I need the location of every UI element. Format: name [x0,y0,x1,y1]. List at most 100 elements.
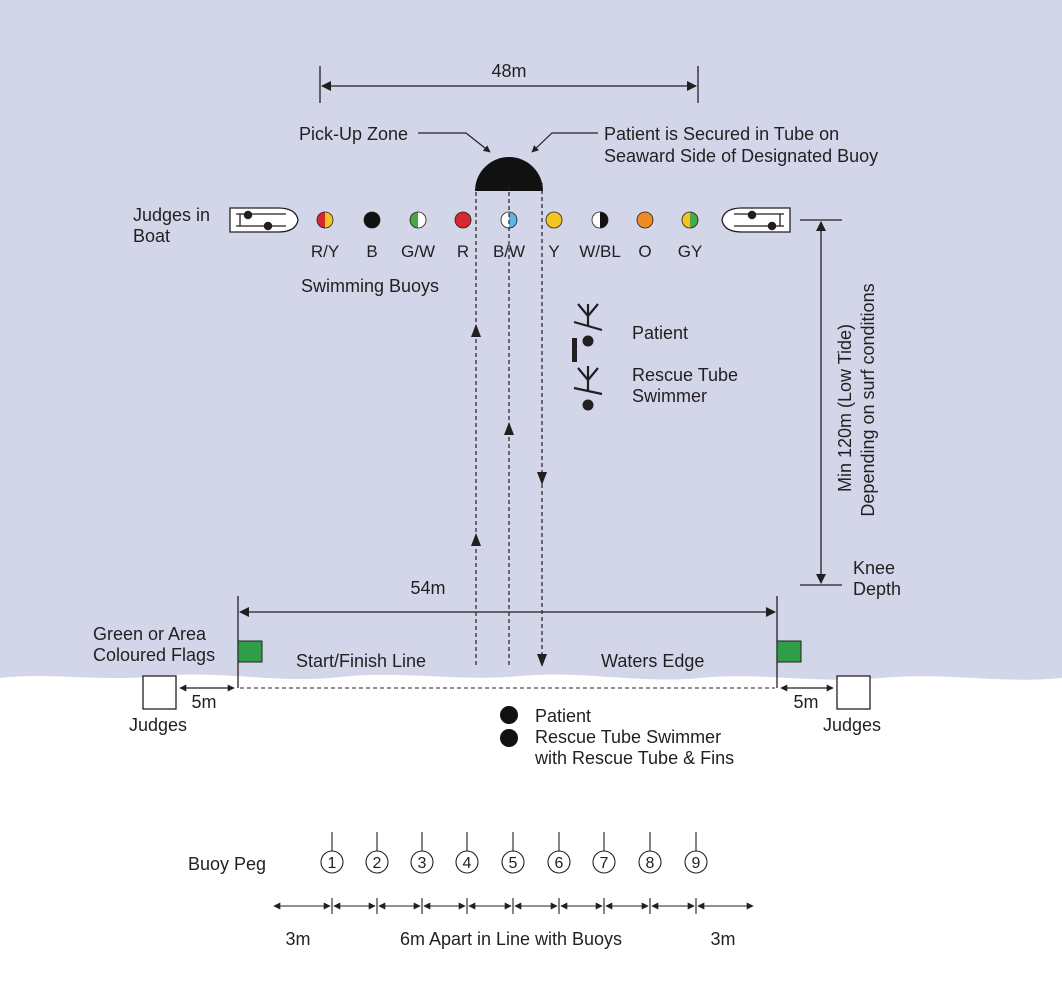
flags-label-line2: Coloured Flags [93,645,215,665]
legend-patient-label: Patient [632,323,688,343]
beach-patient-label: Patient [535,706,591,726]
peg-number: 3 [418,855,427,872]
legend-swimmer-line1: Rescue Tube [632,365,738,385]
buoy-outline [545,211,563,229]
buoy-peg-1: 1 [320,832,344,874]
buoy-9: GY [678,211,703,261]
patient-secured-pointer [531,132,598,153]
buoy-left-half [546,212,554,228]
peg-number: 1 [328,855,337,872]
depth-label-line2: Depending on surf conditions [858,283,878,516]
buoy-label: O [638,242,651,261]
patient-secured-line1: Patient is Secured in Tube on [604,124,839,144]
buoy-left-half [592,212,600,228]
judges-box-right [836,675,871,710]
buoy-peg-2: 2 [365,832,389,874]
peg-number: 6 [555,855,564,872]
five-m-right-label: 5m [793,692,818,712]
peg-number: 4 [463,855,472,872]
peg-number: 7 [600,855,609,872]
buoy-left-half [317,212,325,228]
buoy-7: W/BL [579,211,621,261]
legend-swimmer-line2: Swimmer [632,386,707,406]
lane-arrowheads [471,324,547,667]
dimension-48m [319,66,699,103]
peg-circle [410,850,434,874]
peg-circle [455,850,479,874]
rescue-tube-swimmer-icon [572,338,603,411]
buoy-label: GY [678,242,703,261]
buoy-outline [409,211,427,229]
buoy-4: R [454,211,472,261]
judges-boat-line2: Boat [133,226,170,246]
buoy-3: G/W [401,211,435,261]
buoy-right-half [509,212,517,228]
waters-edge-label: Waters Edge [601,651,704,671]
peg-number: 9 [692,855,701,872]
beach-swimmer-dot [500,729,518,747]
buoy-right-half [645,212,653,228]
six-m-apart-label: 6m Apart in Line with Buoys [400,929,622,949]
buoy-2: B [363,211,381,261]
buoy-label: W/BL [579,242,621,261]
buoy-left-half [455,212,463,228]
buoy-left-half [410,212,418,228]
patient-secured-line2: Seaward Side of Designated Buoy [604,146,878,166]
peg-number: 2 [373,855,382,872]
buoy-outline [681,211,699,229]
buoy-right-half [325,212,333,228]
buoy-peg-5: 5 [501,832,525,874]
buoy-outline [591,211,609,229]
buoy-outline [636,211,654,229]
buoy-left-half [682,212,690,228]
beach-swimmer-line2: with Rescue Tube & Fins [534,748,734,768]
peg-number: 8 [646,855,655,872]
depth-dimension [800,219,842,586]
flags-label-line1: Green or Area [93,624,207,644]
judges-right-label: Judges [823,715,881,735]
buoy-label: R/Y [311,242,339,261]
buoy-6: Y [545,211,563,261]
buoy-peg-label: Buoy Peg [188,854,266,874]
peg-circle [365,850,389,874]
dimension-54m-label: 54m [410,578,445,598]
peg-circle [320,850,344,874]
peg-circle [592,850,616,874]
judges-boat-right [721,207,791,233]
buoy-outline [454,211,472,229]
knee-depth-line1: Knee [853,558,895,578]
dimension-48m-label: 48m [491,61,526,81]
pickup-zone-label: Pick-Up Zone [299,124,408,144]
buoy-label: G/W [401,242,435,261]
knee-depth-line2: Depth [853,579,901,599]
buoy-1: R/Y [311,211,339,261]
buoy-peg-6: 6 [547,832,571,874]
buoy-label: B [366,242,377,261]
buoy-peg-3: 3 [410,832,434,874]
judges-boat-left [229,207,299,233]
peg-circle [638,850,662,874]
buoy-label: R [457,242,469,261]
start-finish-label: Start/Finish Line [296,651,426,671]
buoy-left-half [501,212,509,228]
buoy-8: O [636,211,654,261]
five-m-left-label: 5m [191,692,216,712]
peg-number: 5 [509,855,518,872]
buoy-right-half [463,212,471,228]
buoy-right-half [554,212,562,228]
peg-spacing-dimension [273,898,754,914]
judges-left-label: Judges [129,715,187,735]
pickup-zone-pointer [418,132,491,153]
buoy-peg-9: 9 [684,832,708,874]
buoy-peg-8: 8 [638,832,662,874]
buoy-peg-7: 7 [592,832,616,874]
peg-circle [501,850,525,874]
buoy-right-half [690,212,698,228]
judges-box-left [142,675,177,710]
depth-label-line1: Min 120m (Low Tide) [835,324,855,492]
buoy-pegs: 1 2 3 4 5 6 7 8 9 [320,832,708,874]
buoy-right-half [372,212,380,228]
